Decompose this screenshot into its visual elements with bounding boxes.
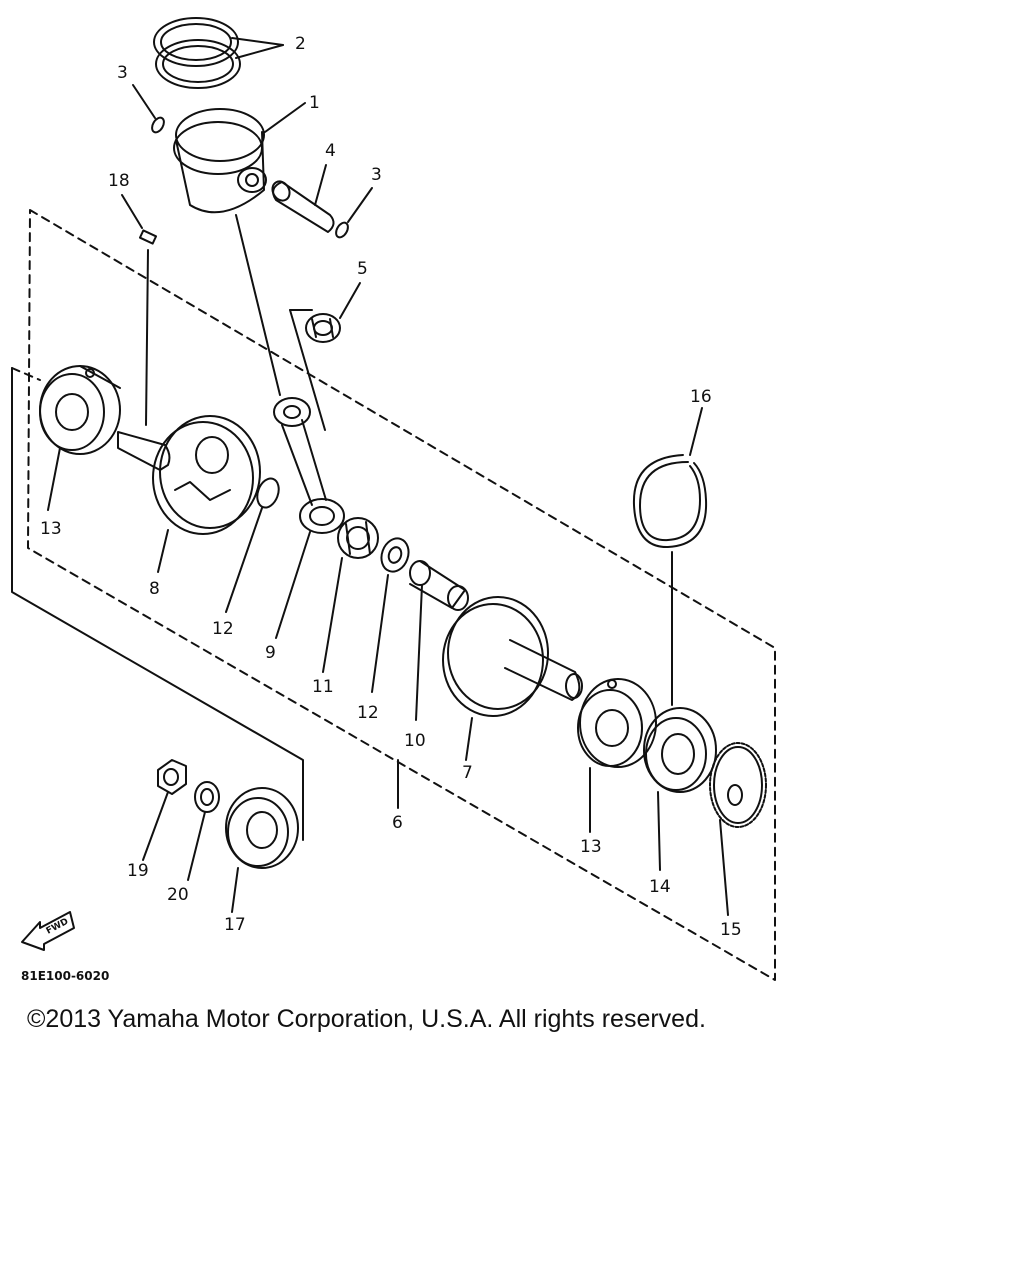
nut-part (142, 759, 187, 861)
callout-5: 5 (357, 259, 368, 279)
callout-14: 14 (649, 877, 671, 897)
callout-9: 9 (265, 643, 276, 663)
washer-part (256, 477, 280, 509)
callout-17: 17 (224, 915, 246, 935)
bracket-outline (11, 367, 304, 841)
callout-13: 13 (40, 519, 62, 539)
callout-4: 4 (325, 141, 336, 161)
assembly-outline (27, 209, 776, 981)
piston-rings-part (153, 17, 284, 89)
big-end-bearing-part (322, 517, 379, 673)
callout-11: 11 (312, 677, 334, 697)
washer-part-right (380, 537, 410, 573)
callout-16: 16 (690, 387, 712, 407)
callout-19: 19 (127, 861, 149, 881)
callout-2: 2 (295, 34, 306, 54)
crank-half-right-part (442, 596, 583, 761)
callout-18: 18 (108, 171, 130, 191)
small-end-bearing-part (305, 282, 361, 343)
bearing-left-part (39, 365, 121, 511)
crank-half-left-part (117, 415, 261, 573)
connecting-rod-part (273, 397, 345, 639)
gear-part (709, 742, 767, 916)
bearing-right-part (577, 678, 657, 833)
callout-10: 10 (404, 731, 426, 751)
callout-3b: 3 (371, 165, 382, 185)
washer-small-part (194, 781, 220, 813)
forward-arrow-icon (21, 911, 75, 951)
copyright-notice: ©2013 Yamaha Motor Corporation, U.S.A. A… (27, 1005, 706, 1033)
clip-part (151, 116, 165, 134)
circlip-part (632, 407, 708, 706)
callout-12: 12 (212, 619, 234, 639)
callout-1: 1 (309, 93, 320, 113)
oil-seal-part (643, 707, 717, 871)
callout-12b: 12 (357, 703, 379, 723)
callout-13b: 13 (580, 837, 602, 857)
clip-part-right (335, 221, 349, 239)
key-part (138, 229, 158, 245)
crank-pin-part (409, 560, 469, 721)
oil-seal-left-part (225, 787, 299, 913)
diagram-code: 81E100-6020 (21, 969, 109, 983)
callout-7: 7 (462, 763, 473, 783)
callout-8: 8 (149, 579, 160, 599)
callout-20: 20 (167, 885, 189, 905)
callout-15: 15 (720, 920, 742, 940)
callout-3: 3 (117, 63, 128, 83)
callout-6: 6 (392, 813, 403, 833)
piston-part (173, 102, 306, 214)
piston-pin-part (271, 164, 335, 233)
